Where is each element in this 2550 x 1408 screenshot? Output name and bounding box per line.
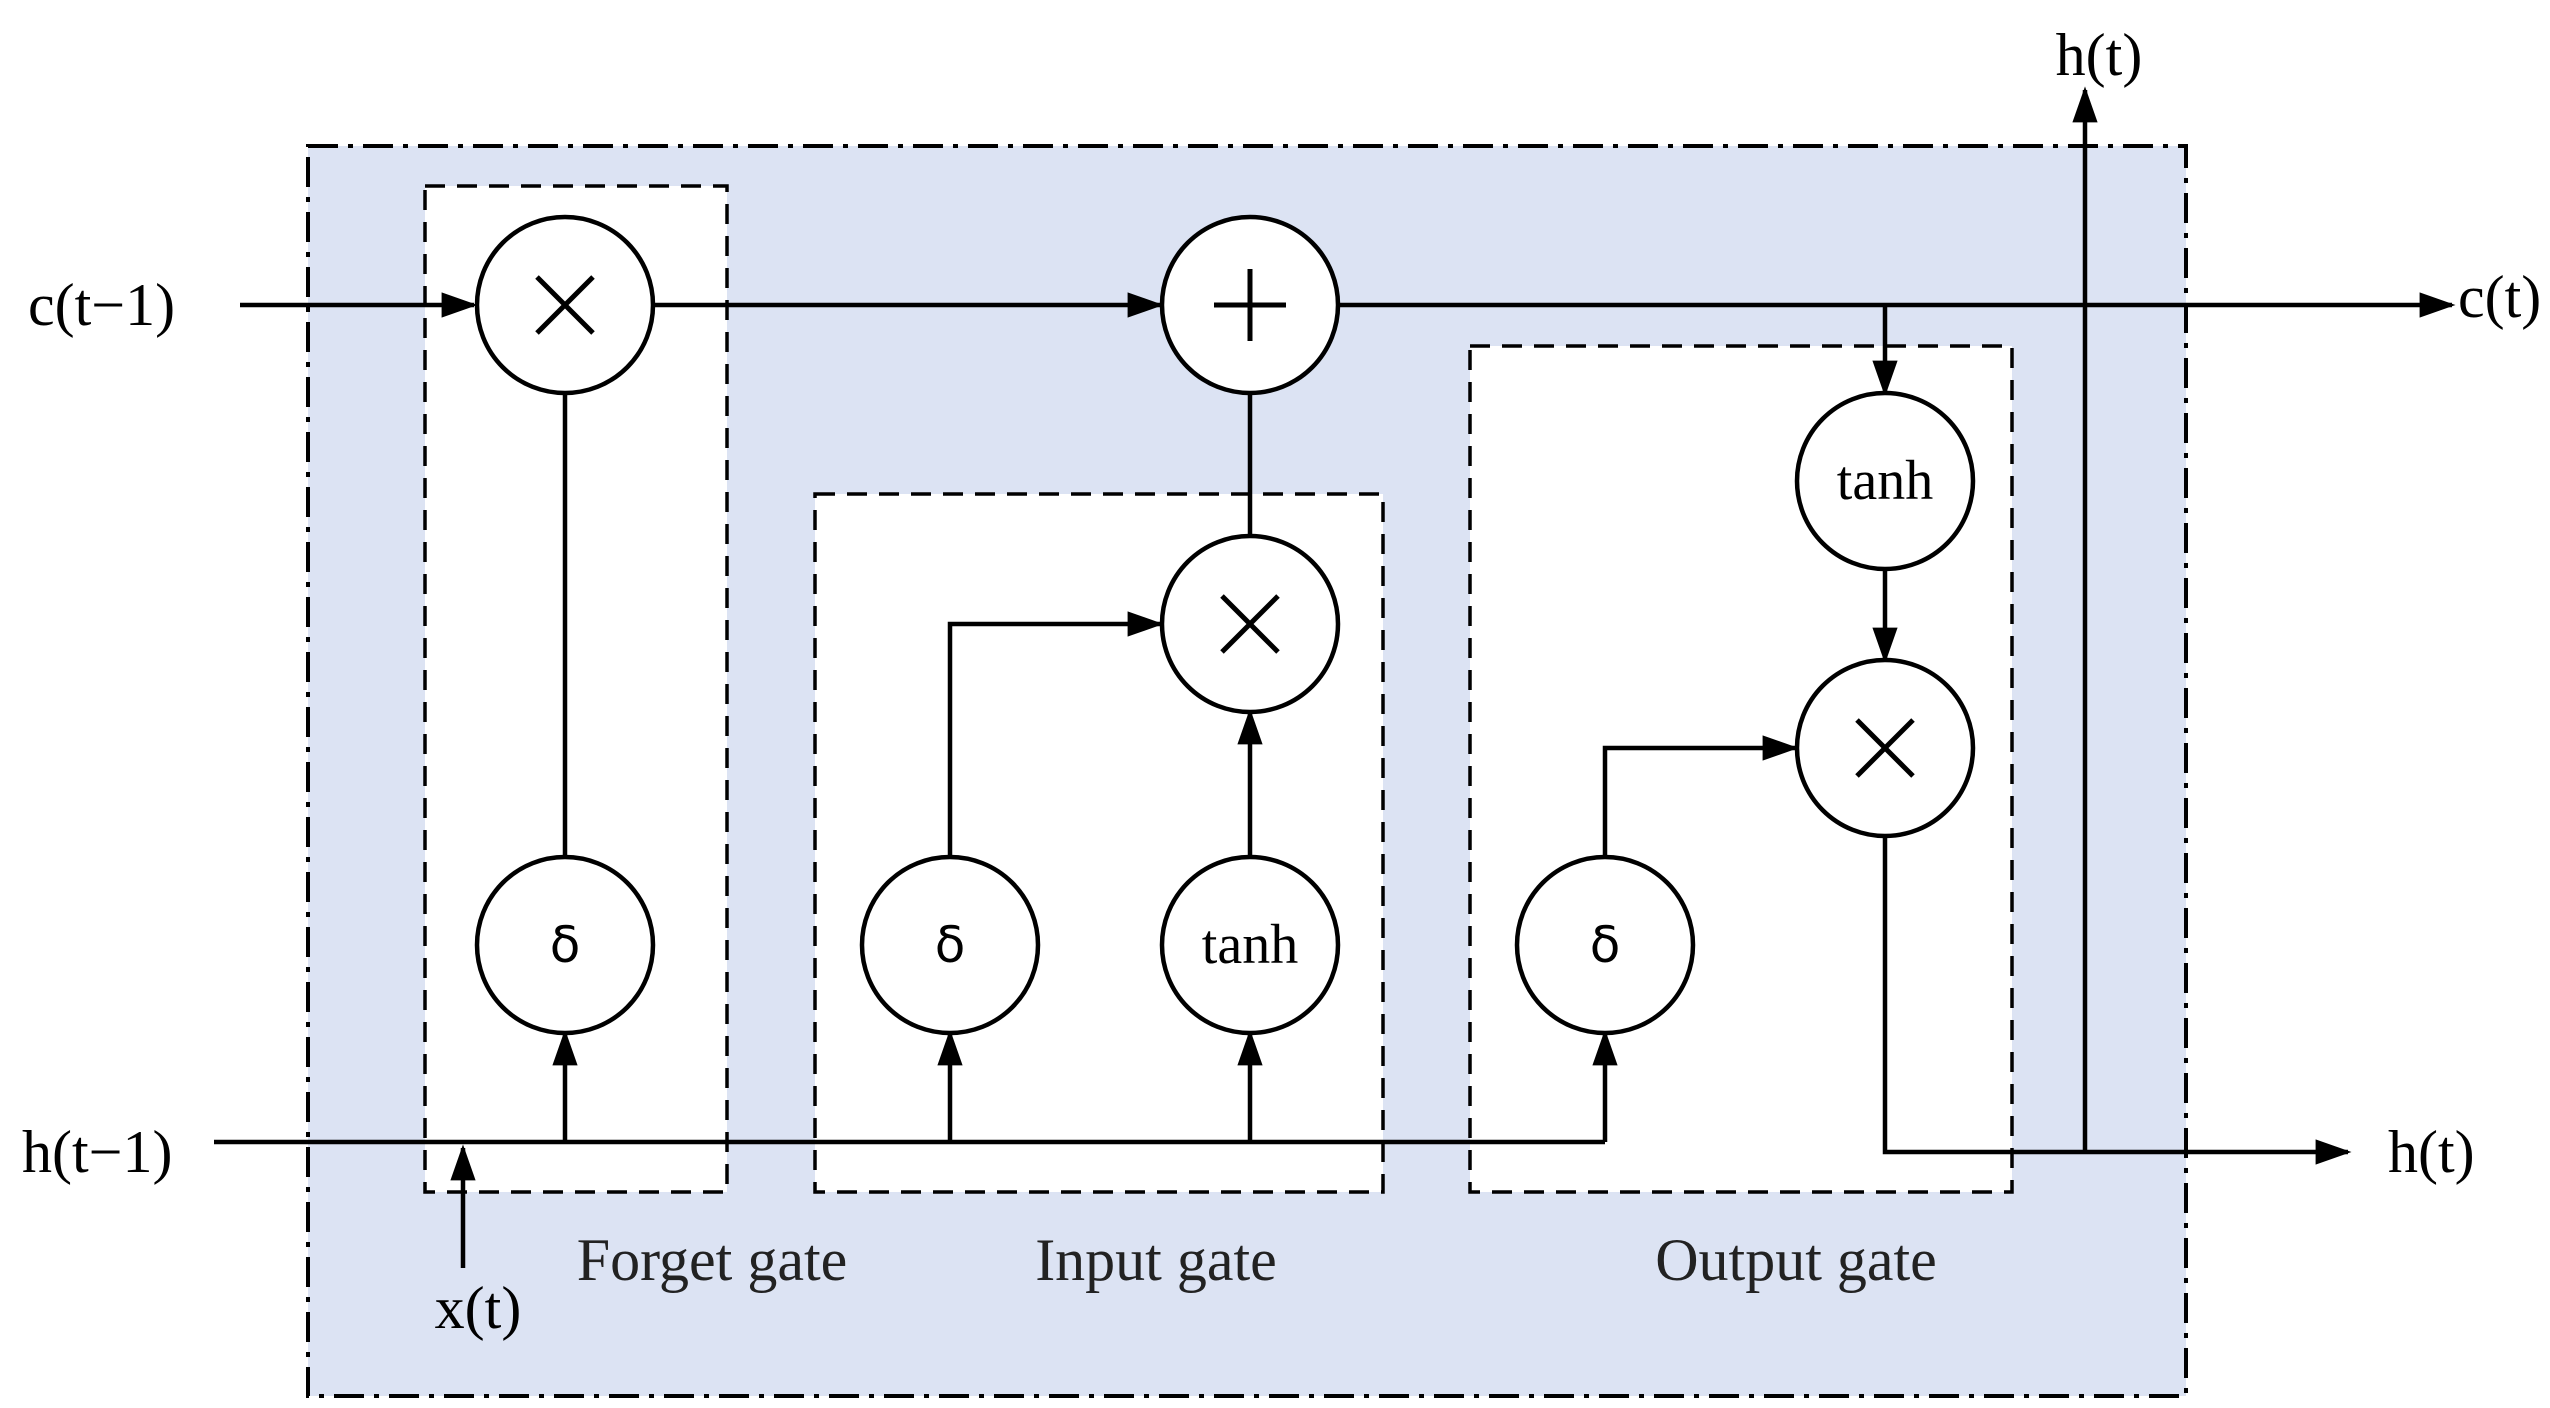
output-h-top-label: h(t) [2056, 22, 2143, 88]
forget-multiply-node [474, 214, 656, 396]
input-sigmoid-label: δ [935, 916, 966, 974]
input-gate-title: Input gate [1035, 1227, 1277, 1293]
multiply-icon [1855, 718, 1915, 778]
cell-add-node [1159, 214, 1341, 396]
wires [214, 86, 2456, 1268]
output-tanh-node: tanh [1794, 390, 1976, 572]
multiply-icon [535, 275, 595, 335]
input-x-label: x(t) [435, 1275, 522, 1341]
output-gate-title: Output gate [1655, 1227, 1937, 1293]
input-c-prev-label: c(t−1) [28, 272, 175, 338]
output-c-label: c(t) [2458, 264, 2541, 330]
output-h-label: h(t) [2388, 1119, 2475, 1185]
plus-icon [1214, 269, 1286, 341]
forget-sigmoid-label: δ [550, 916, 581, 974]
output-multiply-node [1794, 657, 1976, 839]
output-sigmoid-label: δ [1590, 916, 1621, 974]
input-multiply-node [1159, 533, 1341, 715]
input-tanh-label: tanh [1202, 914, 1298, 976]
forget-gate-title: Forget gate [577, 1227, 848, 1293]
output-tanh-label: tanh [1837, 450, 1933, 512]
output-sigmoid-node: δ [1514, 854, 1696, 1036]
multiply-icon [1220, 594, 1280, 654]
input-sigmoid-node: δ [859, 854, 1041, 1036]
input-h-prev-label: h(t−1) [22, 1119, 172, 1185]
input-tanh-node: tanh [1159, 854, 1341, 1036]
forget-sigmoid-node: δ [474, 854, 656, 1036]
